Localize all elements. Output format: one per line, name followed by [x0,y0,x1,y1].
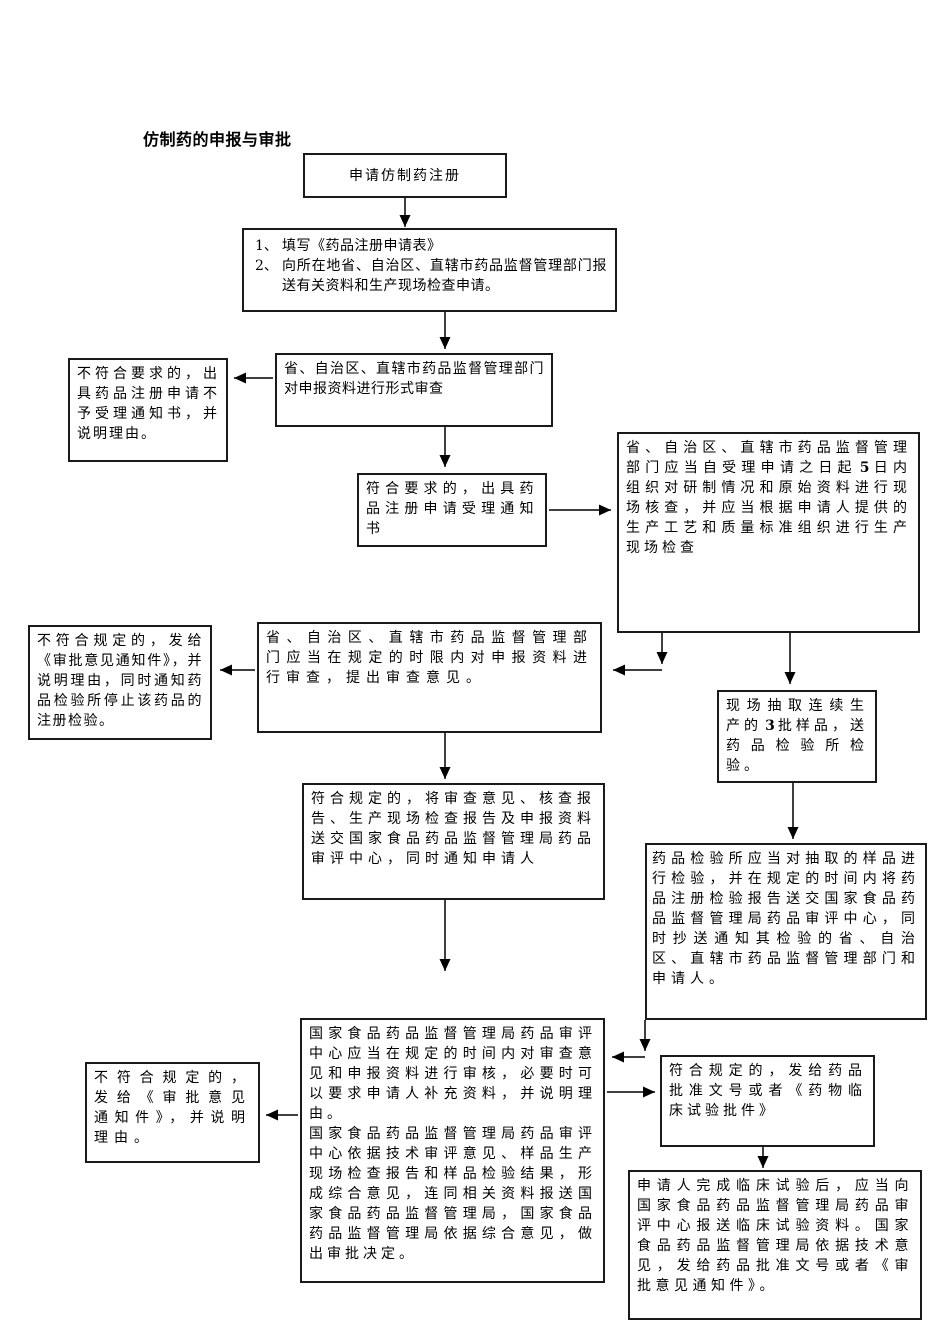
node-lab-testing-text: 药品检验所应当对抽取的样品进行检验，并在规定的时间内将药品注册检验报告送交国家食… [652,851,920,987]
node-site-inspection-text-before: 省、自治区、直辖市药品监督管理部门应当自受理申请之日起 [626,440,911,476]
node-acceptance-notice: 符合要求的，出具药品注册申请受理通知书 [357,473,547,547]
node-rejection-opinion-notice-text: 不符合规定的，发给《审批意见通知件》，并说明理由，同时通知药品检验所停止该药品的… [37,633,203,729]
submit-item-1-number: 1、 [255,238,278,254]
submit-item-2-number: 2、 [255,258,278,274]
node-clinical-trial-follow-up-text: 申请人完成临床试验后，应当向国家食品药品监督管理局药品审评中心报送临床试验资料。… [637,1178,913,1294]
site-inspection-days-value: 5 [859,460,870,476]
cde-review-paragraph-2: 国家食品药品监督管理局药品审评中心依据技术审评意见、样品生产现场检查报告和样品检… [309,1126,596,1262]
node-approval-issue: 符合规定的，发给药品批准文号或者《药物临床试验批件》 [660,1055,875,1147]
node-formal-review: 省、自治区、直辖市药品监督管理部门对申报资料进行形式审查 [275,353,553,427]
node-final-rejection-notice-text: 不符合规定的，发给《审批意见通知件》，并说明理由。 [94,1070,251,1146]
submit-item-1-text: 填写《药品注册申请表》 [282,238,442,254]
node-cde-technical-review: 国家食品药品监督管理局药品审评中心应当在规定的时间内对审查意见和申报资料进行审核… [300,1018,605,1283]
node-forward-to-cde: 符合规定的，将审查意见、核查报告、生产现场检查报告及申报资料送交国家食品药品监督… [302,783,605,900]
node-forward-to-cde-text: 符合规定的，将审查意见、核查报告、生产现场检查报告及申报资料送交国家食品药品监督… [311,791,596,867]
node-rejection-notice-text: 不符合要求的，出具药品注册申请不予受理通知书，并说明理由。 [77,366,219,442]
node-final-rejection-notice: 不符合规定的，发给《审批意见通知件》，并说明理由。 [85,1062,260,1163]
node-review-opinion: 省、自治区、直辖市药品监督管理部门应当在规定的时限内对申报资料进行审查，提出审查… [257,622,602,733]
sample-batches-value: 3 [765,718,775,734]
flowchart-title: 仿制药的申报与审批 [143,130,292,149]
node-apply-registration: 申请仿制药注册 [303,153,507,198]
node-submit-application: 1、 填写《药品注册申请表》 2、 向所在地省、自治区、直辖市药品监督管理部门报… [242,228,617,312]
node-sample-collection-text-after: 批样品，送药品检验所检验。 [726,718,869,774]
node-site-inspection-text-after: 日内组织对研制情况和原始资料进行现场核查，并应当根据申请人提供的生产工艺和质量标… [626,460,912,556]
node-rejection-opinion-notice: 不符合规定的，发给《审批意见通知件》，并说明理由，同时通知药品检验所停止该药品的… [28,625,212,740]
node-apply-registration-text: 申请仿制药注册 [349,167,461,184]
submit-item-1: 1、 填写《药品注册申请表》 [255,236,607,256]
node-clinical-trial-follow-up: 申请人完成临床试验后，应当向国家食品药品监督管理局药品审评中心报送临床试验资料。… [628,1170,922,1320]
node-rejection-notice: 不符合要求的，出具药品注册申请不予受理通知书，并说明理由。 [68,358,228,462]
cde-review-paragraph-1: 国家食品药品监督管理局药品审评中心应当在规定的时间内对审查意见和申报资料进行审核… [309,1026,596,1122]
submit-item-2-text: 向所在地省、自治区、直辖市药品监督管理部门报送有关资料和生产现场检查申请。 [282,258,607,294]
submit-item-2: 2、 向所在地省、自治区、直辖市药品监督管理部门报送有关资料和生产现场检查申请。 [255,256,607,296]
node-acceptance-notice-text: 符合要求的，出具药品注册申请受理通知书 [366,481,538,537]
node-formal-review-text: 省、自治区、直辖市药品监督管理部门对申报资料进行形式审查 [284,361,544,397]
node-review-opinion-text: 省、自治区、直辖市药品监督管理部门应当在规定的时限内对申报资料进行审查，提出审查… [266,630,593,686]
node-lab-testing: 药品检验所应当对抽取的样品进行检验，并在规定的时间内将药品注册检验报告送交国家食… [645,843,927,1020]
node-sample-collection-text-before: 现场抽取连续生产的 [726,698,868,734]
node-approval-issue-text: 符合规定的，发给药品批准文号或者《药物临床试验批件》 [669,1063,866,1119]
